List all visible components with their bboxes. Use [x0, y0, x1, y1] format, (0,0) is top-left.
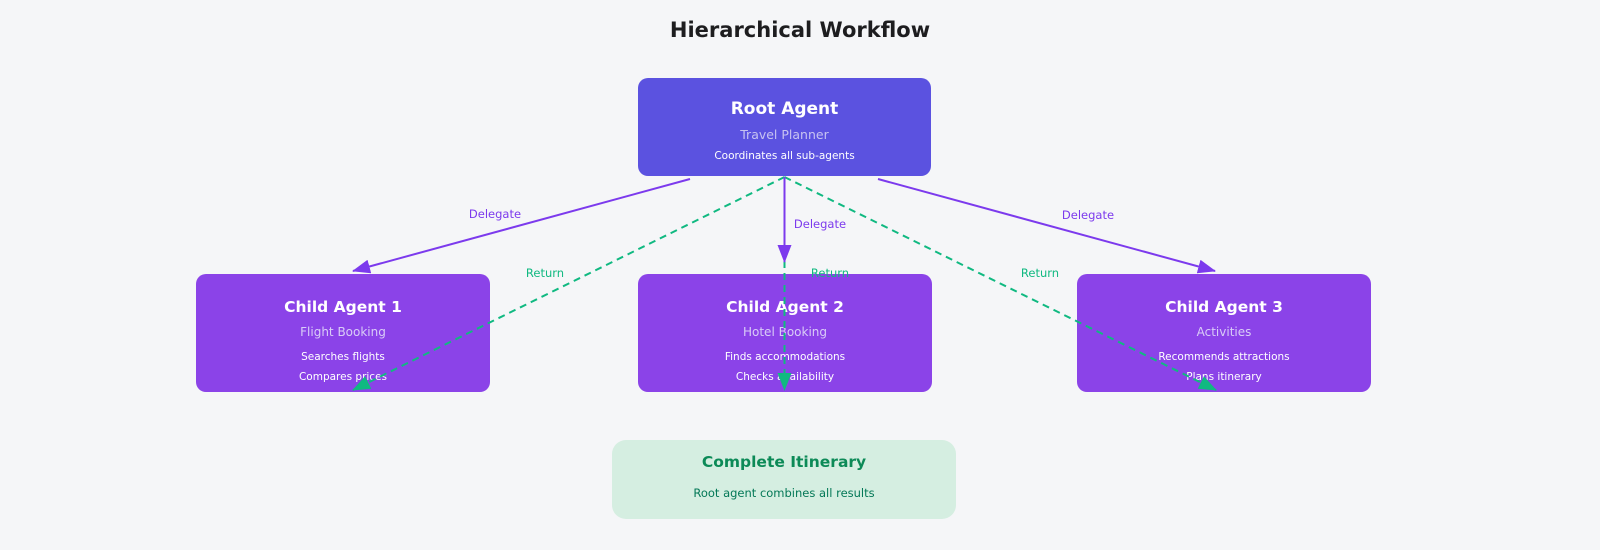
child-agent-3-title: Child Agent 3 [1165, 298, 1283, 316]
root-agent-title: Root Agent [730, 99, 839, 119]
child-agent-3-task-2: Plans itinerary [1186, 371, 1262, 383]
return-label-left: Return [525, 266, 565, 280]
root-agent-description: Coordinates all sub-agents [714, 150, 855, 162]
child-agent-3-task-1: Recommends attractions [1158, 351, 1290, 363]
child-agent-2-title: Child Agent 2 [726, 298, 844, 316]
diagram-title: Hierarchical Workflow [669, 18, 931, 42]
child-agent-2-subtitle: Hotel Booking [742, 325, 828, 339]
complete-itinerary-title: Complete Itinerary [701, 453, 867, 471]
child-agent-3-subtitle: Activities [1196, 325, 1252, 339]
delegate-label-right: Delegate [1061, 208, 1115, 222]
delegate-edge-child3 [877, 178, 1216, 274]
root-agent-node: Root Agent Travel Planner Coordinates al… [638, 78, 931, 176]
delegate-label-center: Delegate [793, 217, 847, 231]
child-agent-2-task-2: Checks availability [735, 371, 835, 383]
complete-itinerary-node: Complete Itinerary Root agent combines a… [612, 440, 956, 519]
child-agent-2-task-1: Finds accommodations [724, 351, 846, 363]
complete-itinerary-subtitle: Root agent combines all results [693, 486, 875, 500]
return-label-right: Return [1020, 266, 1060, 280]
child-agent-1-node: Child Agent 1 Flight Booking Searches fl… [196, 274, 490, 392]
root-agent-subtitle: Travel Planner [740, 127, 829, 142]
child-agent-1-task-2: Compares prices [298, 371, 388, 383]
return-label-center: Return [810, 266, 850, 280]
delegate-label-left: Delegate [468, 207, 522, 221]
child-agent-1-task-1: Searches flights [301, 351, 385, 363]
child-agent-1-subtitle: Flight Booking [300, 325, 386, 339]
child-agent-1-title: Child Agent 1 [284, 298, 402, 316]
child-agent-3-node: Child Agent 3 Activities Recommends attr… [1077, 274, 1371, 392]
child-agent-2-node: Child Agent 2 Hotel Booking Finds accomm… [638, 274, 932, 392]
delegate-edge-child1 [352, 178, 691, 274]
